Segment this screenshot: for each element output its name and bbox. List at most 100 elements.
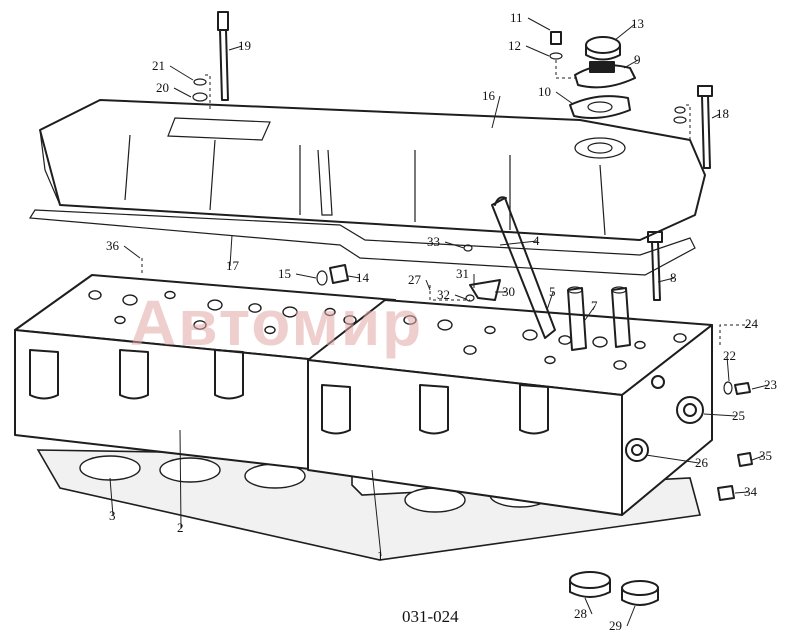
leader-line-17 [229, 234, 233, 267]
washers-20-21-right [673, 104, 691, 140]
callout-10: 10 [538, 84, 551, 99]
leader-line-5 [546, 291, 554, 311]
cover-gasket [28, 209, 696, 276]
leader-line-29 [626, 605, 636, 627]
leader-line-4 [499, 240, 538, 246]
head-valve-hole [282, 306, 298, 318]
plug-23 [734, 382, 751, 395]
cylinder-head-right [307, 299, 713, 516]
callout-30: 30 [502, 284, 515, 299]
callout-35: 35 [759, 448, 772, 463]
clamp-31 [469, 279, 501, 301]
callout-3: 3 [109, 508, 116, 523]
callout-34: 34 [744, 484, 758, 499]
leader-line-12 [525, 45, 550, 57]
leader-line-15 [295, 273, 317, 279]
head-valve-hole [673, 333, 687, 343]
head-valve-hole [463, 345, 477, 355]
head-valve-hole [592, 336, 608, 348]
gasket-bore [79, 455, 141, 481]
callout-33: 33 [427, 234, 440, 249]
callout-18: 18 [716, 106, 729, 121]
callout-11: 11 [510, 10, 523, 25]
head-valve-hole [522, 329, 538, 341]
callout-24: 24 [745, 316, 759, 331]
head-valve-hole [248, 303, 262, 313]
cap-gasket-10 [569, 95, 631, 119]
head-valve-hole [634, 340, 646, 350]
head-valve-hole [207, 299, 223, 311]
callout-31: 31 [456, 266, 469, 281]
head-valve-hole [164, 290, 176, 300]
leader-line-1 [371, 469, 382, 557]
bolt-8 [647, 231, 663, 301]
watermark: Автомир [130, 287, 423, 359]
leader-lines [109, 17, 769, 627]
leader-line-33 [444, 241, 465, 249]
sleeve-5 [567, 286, 587, 351]
callout-20: 20 [156, 80, 169, 95]
head-valve-hole [122, 294, 138, 306]
leader-line-13 [614, 23, 636, 41]
callout-28: 28 [574, 606, 587, 621]
leader-line-11 [527, 17, 551, 31]
callout-22: 22 [723, 348, 736, 363]
seal-ring-29 [621, 580, 659, 606]
callout-27: 27 [408, 272, 422, 287]
callout-23: 23 [764, 377, 777, 392]
cap-flange-9 [574, 61, 636, 89]
leader-line-20 [173, 87, 192, 98]
leader-line-34 [734, 491, 749, 494]
callout-4: 4 [533, 233, 540, 248]
head-port [214, 349, 244, 400]
alignment-24 [719, 324, 745, 345]
head-port [321, 384, 351, 435]
head-valve-hole [484, 325, 496, 335]
callout-32: 32 [437, 287, 450, 302]
leader-line-35 [751, 455, 764, 461]
bolt-18 [697, 85, 713, 169]
leader-line-24 [744, 323, 750, 329]
rocker-cover [39, 99, 706, 241]
leader-line-28 [584, 597, 593, 615]
callout-17: 17 [226, 258, 240, 273]
head-valve-hole [343, 315, 357, 325]
washer-22 [723, 381, 733, 395]
callout-7: 7 [591, 298, 598, 313]
leader-line-14 [347, 275, 361, 279]
head-valve-hole [324, 307, 336, 317]
leader-line-2 [179, 429, 182, 529]
callout-36: 36 [106, 238, 120, 253]
head-port [519, 384, 549, 435]
leader-line-27 [425, 279, 431, 291]
head-port [119, 349, 149, 400]
stud-19 [217, 11, 229, 101]
leader-line-19 [228, 45, 243, 51]
callout-13: 13 [631, 16, 644, 31]
callout-21: 21 [152, 58, 165, 73]
o-ring-15 [316, 270, 328, 286]
leader-line-7 [584, 305, 596, 321]
leader-line-10 [555, 91, 574, 105]
head-valve-hole [88, 290, 102, 300]
callout-2: 2 [177, 520, 184, 535]
callout-16: 16 [482, 88, 496, 103]
alignment-27 [429, 285, 470, 301]
callout-1: 1 [377, 548, 384, 563]
plug-14 [329, 264, 349, 284]
callout-29: 29 [609, 618, 622, 633]
head-valve-hole [264, 325, 276, 335]
head-valve-hole [437, 319, 453, 331]
head-valve-hole [193, 320, 207, 330]
washer-32 [465, 294, 475, 302]
leader-line-3 [109, 477, 114, 517]
leader-line-18 [711, 113, 721, 119]
plug-34 [717, 485, 735, 501]
callout-12: 12 [508, 38, 521, 53]
injector-4 [491, 196, 556, 339]
leader-line-16 [491, 95, 501, 129]
washers-20-21-left [192, 74, 211, 110]
head-valve-hole [114, 315, 126, 325]
diagram-code: 031-024 [402, 607, 459, 626]
